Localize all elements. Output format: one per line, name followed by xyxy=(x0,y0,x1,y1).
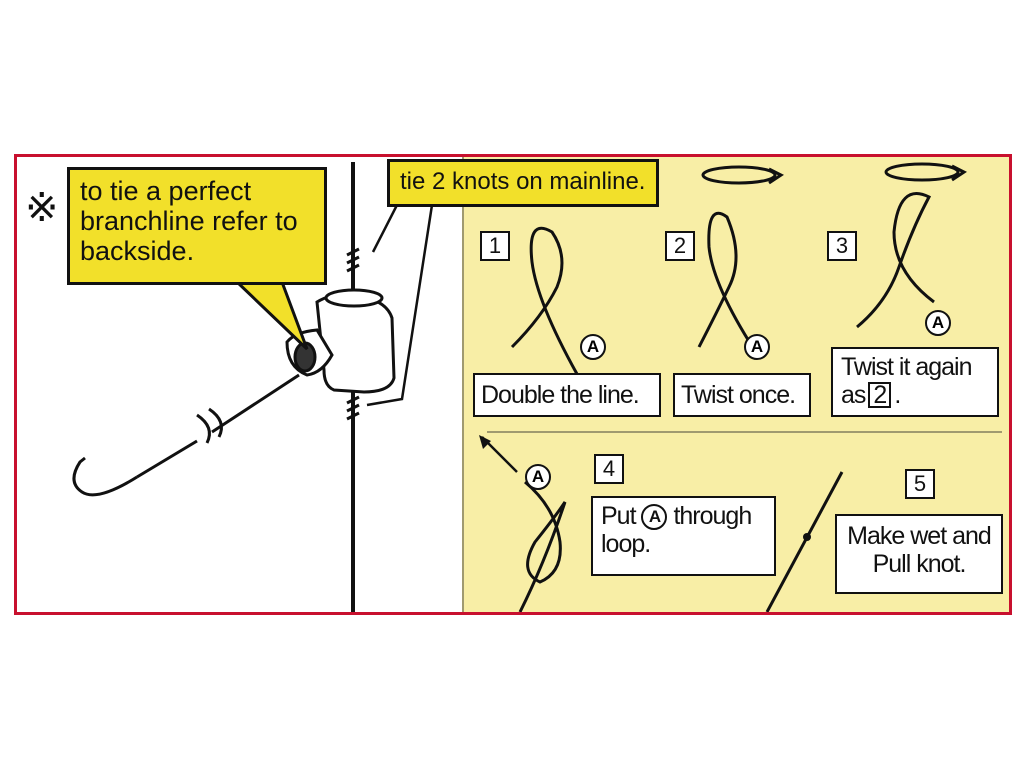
swivel-clip xyxy=(285,288,396,394)
step4-loop xyxy=(518,480,567,612)
step-4-label: Put A through loop. xyxy=(591,496,776,576)
mainline-knots-callout: tie 2 knots on mainline. xyxy=(387,159,659,207)
marker-a-step2: A xyxy=(744,334,770,360)
step-5-number: 5 xyxy=(905,469,935,499)
branchline-break xyxy=(196,407,223,444)
step-5-label: Make wet and Pull knot. xyxy=(835,514,1003,594)
step5-line xyxy=(765,471,844,612)
step1-loop xyxy=(510,226,579,375)
note-symbol: ※ xyxy=(25,185,59,231)
step-2-number: 2 xyxy=(665,231,695,261)
mainline-knot-upper xyxy=(346,247,360,273)
knot-pointer-lines xyxy=(366,204,434,407)
twist-arrowhead-3 xyxy=(951,164,967,182)
step-4-label-end: through loop. xyxy=(601,502,752,559)
step-3-label-text: Twist it again as xyxy=(841,353,973,409)
step-1-number: 1 xyxy=(480,231,510,261)
twist-arrowhead-2 xyxy=(768,167,784,185)
diagram-artwork xyxy=(72,162,1002,612)
step-4-label-start: Put xyxy=(601,502,637,530)
twist-arrow-2 xyxy=(701,165,777,185)
hook xyxy=(72,456,138,497)
step-2-label: Twist once. xyxy=(673,373,811,417)
step-3-ref-box: 2 xyxy=(868,382,892,408)
branchline-lower xyxy=(136,439,198,479)
step-4-marker-a: A xyxy=(641,504,668,531)
step-3-number: 3 xyxy=(827,231,857,261)
step3-loop xyxy=(856,192,935,329)
step4-arrowhead xyxy=(479,435,491,449)
marker-a-step3: A xyxy=(925,310,951,336)
branchline xyxy=(211,373,300,434)
marker-a-step4: A xyxy=(525,464,551,490)
branchline-callout: to tie a perfect branchline refer to bac… xyxy=(67,167,327,285)
marker-a-step1: A xyxy=(580,334,606,360)
step2-loop xyxy=(697,211,761,358)
step-3-label-end: . xyxy=(894,381,901,409)
twist-arrow-3 xyxy=(884,162,960,182)
callout-tail xyxy=(233,280,309,351)
mainline-knot-lower xyxy=(346,395,360,421)
step-1-label: Double the line. xyxy=(473,373,661,417)
diagram-frame: ※ to tie a perfect branchline refer to b… xyxy=(14,154,1012,615)
step5-knot xyxy=(803,533,811,541)
step-4-number: 4 xyxy=(594,454,624,484)
